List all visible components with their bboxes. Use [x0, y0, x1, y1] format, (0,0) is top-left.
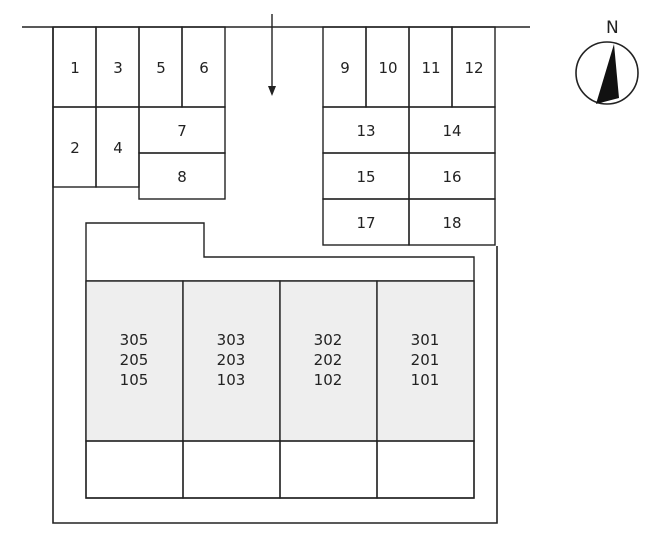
- unit-block-1: [85, 280, 184, 442]
- parking-space-2: 2: [70, 139, 80, 157]
- compass-icon: N: [575, 18, 639, 105]
- parking-space-10: 10: [378, 59, 397, 77]
- parking-space-8: 8: [177, 168, 187, 186]
- parking-space-12: 12: [464, 59, 483, 77]
- parking-space-16: 16: [442, 168, 461, 186]
- unit-label-bot: 101: [411, 371, 440, 389]
- unit-label-top: 303: [217, 331, 246, 349]
- unit-label-mid: 202: [314, 351, 343, 369]
- parking-space-15: 15: [356, 168, 375, 186]
- parking-space-13: 13: [356, 122, 375, 140]
- unit-label-mid: 203: [217, 351, 246, 369]
- unit-labels: 305 205 105 303 203 103 302 202 102 301 …: [120, 331, 440, 389]
- parking-space-9: 9: [340, 59, 350, 77]
- balcony-2: [182, 440, 281, 499]
- balcony-4: [376, 440, 475, 499]
- unit-label-top: 305: [120, 331, 149, 349]
- compass-needle: [596, 44, 619, 104]
- parking-space-18: 18: [442, 214, 461, 232]
- parking-labels: 1 3 5 6 2 4 7 8 9 10 11 12 13 14 15 16 1…: [70, 59, 483, 232]
- parking-block-right: [322, 26, 496, 246]
- unit-block-3: [279, 280, 378, 442]
- parking-space-3: 3: [113, 59, 123, 77]
- balcony-1: [85, 440, 184, 499]
- parking-space-5: 5: [156, 59, 166, 77]
- unit-label-top: 302: [314, 331, 343, 349]
- parking-space-4: 4: [113, 139, 123, 157]
- parking-space-1: 1: [70, 59, 80, 77]
- parking-block-left: [52, 26, 226, 200]
- unit-block-2: [182, 280, 281, 442]
- parking-space-17: 17: [356, 214, 375, 232]
- unit-label-mid: 205: [120, 351, 149, 369]
- parking-space-11: 11: [421, 59, 440, 77]
- compass-north-label: N: [606, 18, 619, 38]
- parking-space-6: 6: [199, 59, 209, 77]
- entrance-arrow-icon: [268, 14, 276, 96]
- unit-label-mid: 201: [411, 351, 440, 369]
- unit-block-4: [376, 280, 475, 442]
- parking-space-7: 7: [177, 122, 187, 140]
- balcony-3: [279, 440, 378, 499]
- unit-label-bot: 102: [314, 371, 343, 389]
- parking-space-14: 14: [442, 122, 461, 140]
- unit-label-bot: 105: [120, 371, 149, 389]
- unit-label-top: 301: [411, 331, 440, 349]
- unit-label-bot: 103: [217, 371, 246, 389]
- site-boundary: [52, 27, 498, 524]
- building-units: [85, 280, 475, 499]
